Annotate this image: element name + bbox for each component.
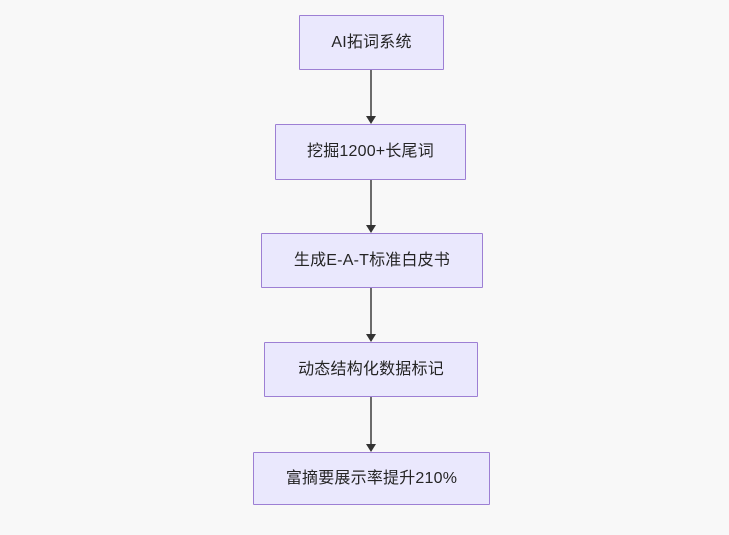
flow-node-n2[interactable]: 挖掘1200+长尾词	[275, 124, 466, 180]
flow-edge	[366, 397, 376, 452]
flow-node-n5[interactable]: 富摘要展示率提升210%	[253, 452, 490, 505]
flow-edge	[366, 180, 376, 233]
flow-edge	[366, 288, 376, 342]
edge-line	[370, 70, 372, 117]
flow-node-n1[interactable]: AI拓词系统	[299, 15, 444, 70]
flow-node-label: 富摘要展示率提升210%	[285, 469, 458, 487]
flow-node-n3[interactable]: 生成E-A-T标准白皮书	[261, 233, 483, 288]
flow-node-label: 动态结构化数据标记	[298, 360, 444, 378]
arrowhead-icon	[366, 444, 376, 452]
flow-edge	[366, 70, 376, 124]
flow-node-label: AI拓词系统	[331, 33, 412, 51]
arrowhead-icon	[366, 116, 376, 124]
flow-node-label: 生成E-A-T标准白皮书	[293, 251, 451, 269]
flow-node-n4[interactable]: 动态结构化数据标记	[264, 342, 478, 397]
edge-line	[370, 180, 372, 226]
edge-line	[370, 397, 372, 445]
arrowhead-icon	[366, 334, 376, 342]
arrowhead-icon	[366, 225, 376, 233]
edge-line	[370, 288, 372, 335]
flow-node-label: 挖掘1200+长尾词	[307, 143, 434, 161]
